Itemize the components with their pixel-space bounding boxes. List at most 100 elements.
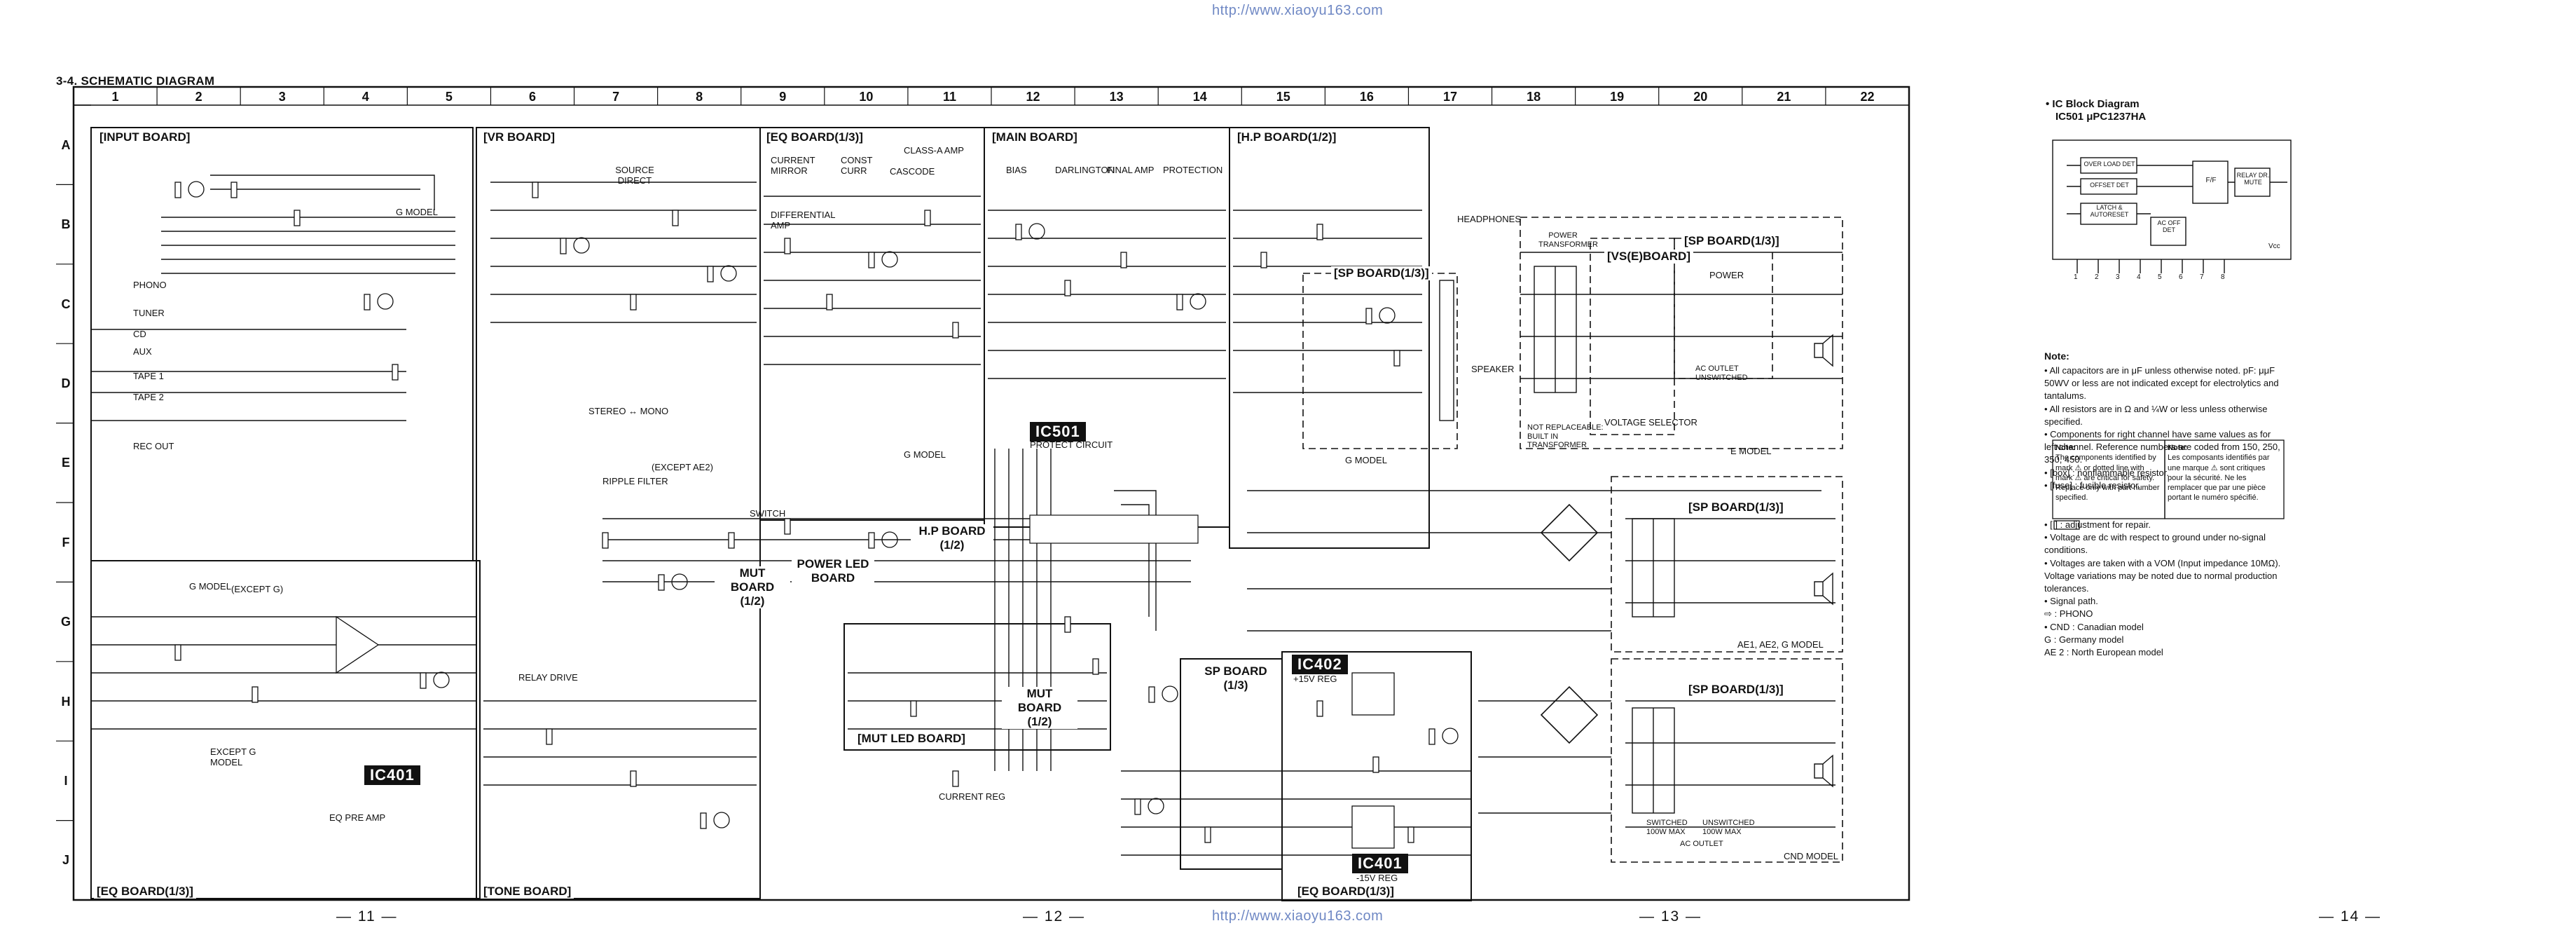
resistor-symbol: [952, 770, 959, 787]
resistor-symbol: [420, 672, 427, 689]
grid-column-22: 22: [1860, 90, 1875, 104]
grid-column-9: 9: [779, 90, 787, 104]
ic-block-relay: RELAY DR. MUTE: [2236, 172, 2270, 186]
grid-row-A: A: [61, 137, 71, 152]
resistor-symbol: [868, 532, 875, 549]
board-label-vse: [VS(E)BOARD]: [1604, 250, 1693, 264]
note-item: • Voltages are taken with a VOM (Input i…: [2044, 557, 2281, 594]
label-stereo-mono: STEREO ↔ MONO: [588, 406, 669, 416]
page-number-14: — 14 —: [2319, 908, 2382, 924]
ic-block-pin: 7: [2200, 273, 2204, 281]
ic-block-overload: OVER LOAD DET: [2083, 161, 2135, 168]
ic-block-pin: 8: [2221, 273, 2225, 281]
resistor-symbol: [230, 182, 237, 198]
transistor-symbol: [720, 265, 737, 282]
safety-note-en-head: Note:: [2055, 444, 2076, 452]
transistor-symbol: [671, 573, 688, 590]
grid-row-F: F: [62, 535, 70, 550]
transistor-symbol: [1028, 223, 1045, 240]
label-differential-amp: DIFFERENTIAL AMP: [771, 210, 835, 231]
label-except-g: EXCEPT G MODEL: [210, 746, 256, 767]
resistor-symbol: [294, 210, 301, 226]
board-label-hp: [H.P BOARD(1/2)]: [1234, 130, 1339, 144]
label-tape1: TAPE 1: [133, 371, 164, 381]
resistor-symbol: [1148, 686, 1155, 703]
label-g-model-3: G MODEL: [904, 449, 946, 460]
resistor-symbol: [1015, 224, 1022, 240]
resistor-symbol: [1365, 308, 1372, 325]
label-ac-outlet: AC OUTLET UNSWITCHED: [1695, 364, 1748, 382]
resistor-symbol: [1064, 280, 1071, 296]
resistor-symbol: [252, 686, 259, 703]
ic401-caption-b: -15V REG: [1356, 873, 1398, 883]
board-label-main: [MAIN BOARD]: [989, 130, 1080, 144]
note-item: • [box] : nonflammable resistor.: [2044, 467, 2169, 478]
board-label-eq-bottom2: [EQ BOARD(1/3)]: [1295, 885, 1397, 899]
safety-note-fr-text: Les composants identifiés par une marque…: [2168, 453, 2270, 503]
ic-block-offset: OFFSET DET: [2090, 182, 2129, 189]
label-rec-out: REC OUT: [133, 441, 174, 451]
note-item: • Components for right channel have same…: [2044, 428, 2280, 465]
watermark-bottom: http://www.xiaoyu163.com: [1212, 908, 1384, 924]
board-label-mut-b: MUT BOARD (1/2): [1002, 687, 1077, 729]
transistor-symbol: [1442, 728, 1459, 744]
label-g-model-4: G MODEL: [1345, 455, 1387, 465]
resistor-symbol: [658, 574, 665, 591]
grid-column-4: 4: [361, 90, 369, 104]
grid-column-8: 8: [696, 90, 703, 104]
ic-block-pin: 2: [2095, 273, 2099, 281]
resistor-symbol: [364, 294, 371, 311]
label-phono: PHONO: [133, 280, 167, 290]
note-item: G : Germany model: [2044, 634, 2124, 645]
grid-row-I: I: [64, 773, 68, 788]
board-label-eq-bottom: [EQ BOARD(1/3)]: [94, 885, 196, 899]
note-item: • All capacitors are in μF unless otherw…: [2044, 365, 2279, 402]
grid-column-6: 6: [528, 90, 536, 104]
notes-list-2: • [ ] : adjustment for repair. • Voltage …: [2044, 519, 2282, 659]
grid-column-12: 12: [1026, 90, 1040, 104]
resistor-symbol: [672, 210, 679, 226]
label-ac-outlet-b: AC OUTLET: [1680, 840, 1723, 848]
label-cnd-model: CND MODEL: [1784, 851, 1839, 861]
ic-block-pin: 1: [2074, 273, 2078, 281]
resistor-symbol: [952, 322, 959, 339]
label-g-model-1: G MODEL: [396, 207, 438, 217]
note-item: • Voltage are dc with respect to ground …: [2044, 532, 2266, 556]
board-label-sp-b: [SP BOARD(1/3)]: [1681, 234, 1782, 248]
board-label-input: [INPUT BOARD]: [97, 130, 193, 144]
label-unswitched: UNSWITCHED 100W MAX: [1702, 819, 1755, 836]
grid-column-16: 16: [1359, 90, 1374, 104]
transistor-symbol: [188, 181, 205, 198]
label-switched: SWITCHED 100W MAX: [1646, 819, 1688, 836]
resistor-symbol: [784, 238, 791, 254]
label-e-model: E MODEL: [1730, 446, 1772, 456]
ic-block-title: • IC Block Diagram: [2046, 98, 2140, 110]
resistor-symbol: [868, 252, 875, 268]
label-class-a-amp: CLASS-A AMP: [904, 145, 964, 156]
note-item: • Signal path.: [2044, 596, 2098, 607]
ic-block-ff: F/F: [2205, 177, 2217, 184]
label-source-direct: SOURCE DIRECT: [615, 165, 654, 186]
safety-note-en-text: The components identified by mark ⚠ or d…: [2055, 453, 2160, 503]
grid-column-5: 5: [445, 90, 453, 104]
ic-block-pin: 6: [2179, 273, 2183, 281]
grid-column-13: 13: [1109, 90, 1124, 104]
resistor-symbol: [1393, 350, 1400, 367]
ic501-caption: PROTECT CIRCUIT: [1030, 439, 1113, 450]
grid-column-3: 3: [278, 90, 286, 104]
note-item: • All resistors are in Ω and ¼W or less …: [2044, 403, 2268, 427]
ic402-tag: IC402: [1292, 655, 1348, 674]
ic-block-ac-off: AC OFF DET: [2157, 219, 2181, 233]
safety-note-en: Note: The components identified by mark …: [2055, 443, 2162, 503]
label-cd: CD: [133, 329, 146, 339]
note-item: • [ ] : adjustment for repair.: [2044, 519, 2151, 530]
grid-row-H: H: [61, 694, 71, 709]
ic-block-latch: LATCH & AUTORESET: [2090, 204, 2129, 218]
label-tape2: TAPE 2: [133, 392, 164, 402]
resistor-symbol: [1407, 826, 1414, 843]
resistor-symbol: [784, 518, 791, 535]
transistor-symbol: [1148, 798, 1164, 814]
grid-row-D: D: [61, 376, 71, 390]
label-switch: SWITCH: [750, 508, 786, 519]
resistor-symbol: [1316, 224, 1323, 240]
